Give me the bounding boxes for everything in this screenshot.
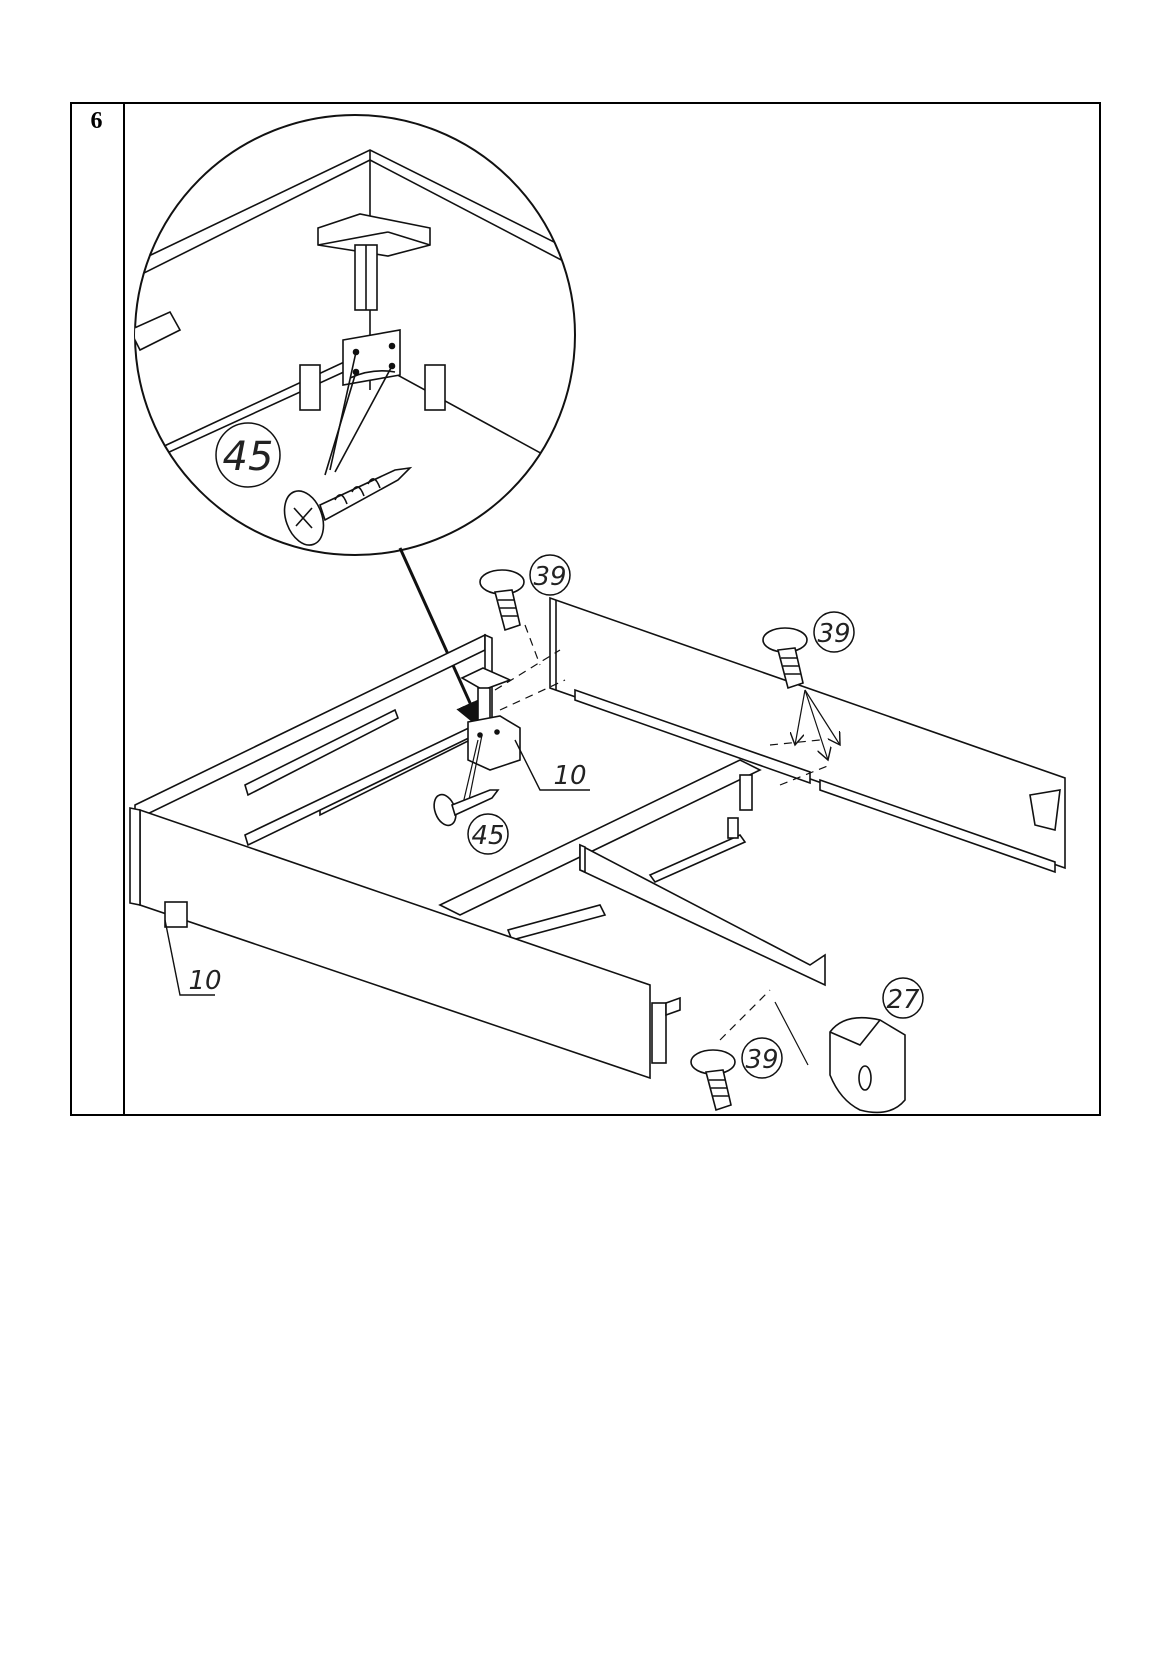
right-side-panel — [549, 596, 1066, 870]
bed-frame — [129, 596, 1066, 1080]
callout-bolt-top: 39 — [533, 562, 566, 592]
callout-leg: 10 — [188, 966, 221, 996]
step-column: 6 — [70, 102, 125, 1116]
cap-27 — [829, 1016, 906, 1114]
bolt-39-right — [762, 627, 808, 690]
callout-bolt-right: 39 — [817, 619, 850, 649]
bolt-39-bottom — [690, 1049, 736, 1112]
callout-cap: 27 — [886, 985, 920, 1015]
callout-screw-mid: 45 — [471, 821, 504, 851]
callout-bolt-bottom: 39 — [745, 1045, 778, 1075]
step-number: 6 — [90, 108, 103, 134]
callout-bracket: 10 — [553, 761, 586, 791]
detail-magnifier: 45 — [134, 114, 576, 556]
detail-screw-number: 45 — [223, 434, 274, 480]
detail-callout-bubble — [215, 422, 281, 488]
corner-bracket — [460, 667, 521, 771]
bolt-39-top — [479, 569, 525, 632]
assembly-guides — [494, 624, 831, 1041]
screw-45-mid — [433, 789, 500, 827]
detail-leader-arrow — [398, 547, 484, 731]
step-frame — [70, 102, 1101, 1116]
